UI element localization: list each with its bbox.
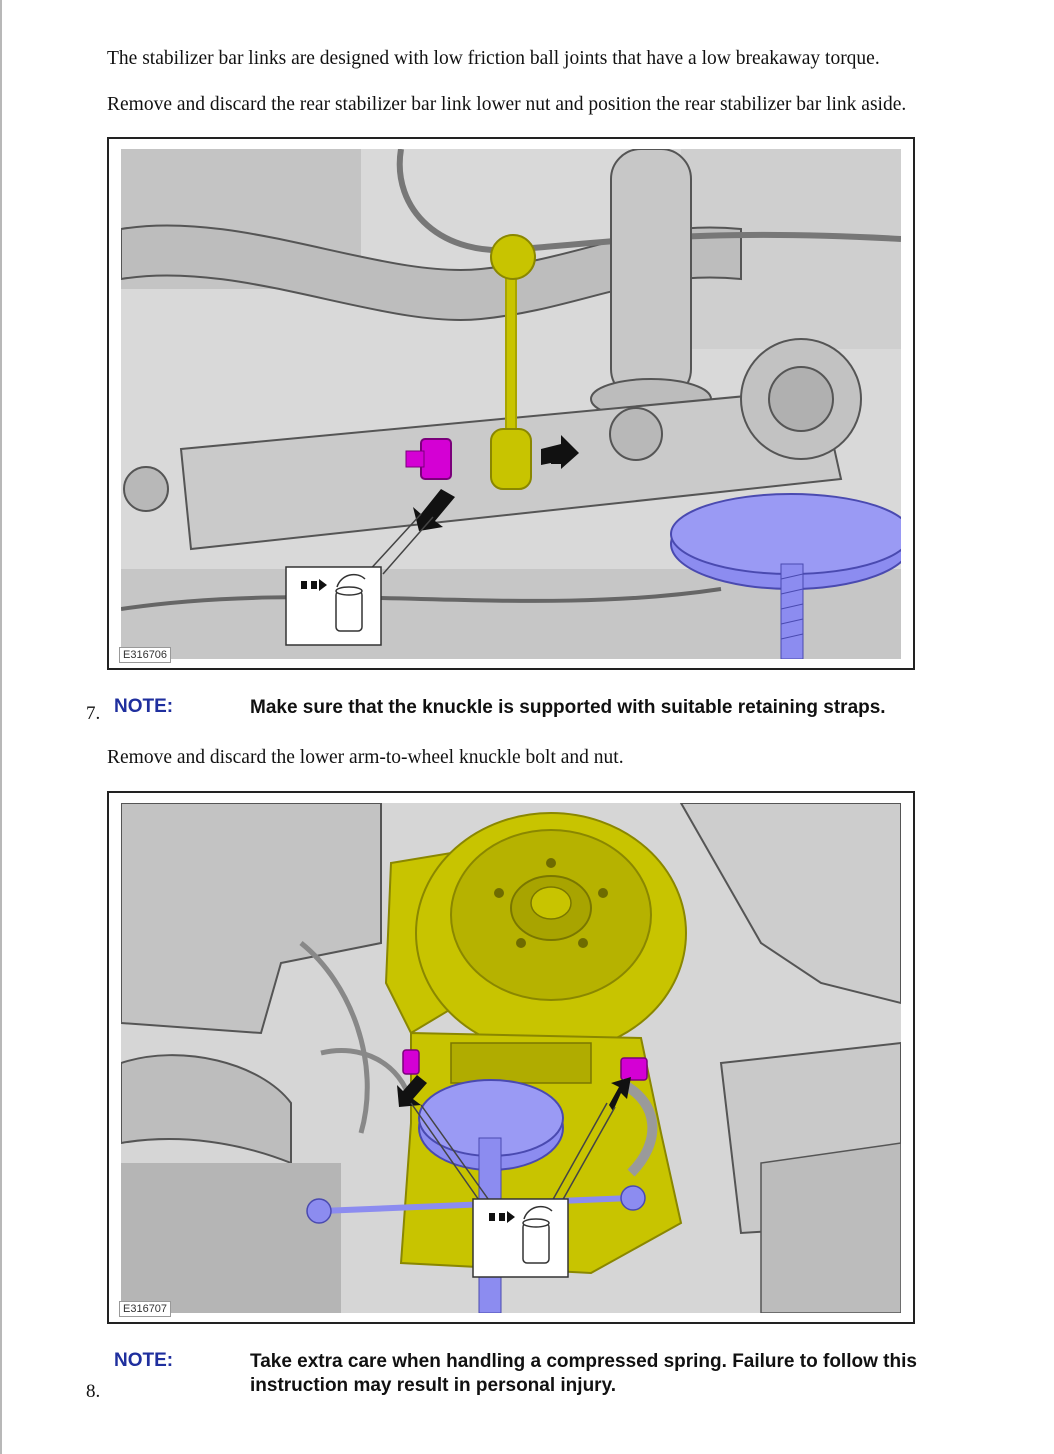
note-text-line-1: Take extra care when handling a compress…: [250, 1351, 917, 1372]
page-left-border: [0, 0, 2, 1454]
step-number: 8.: [86, 1381, 101, 1402]
note-text-line-2: instruction may result in personal injur…: [250, 1375, 617, 1396]
note-text: Make sure that the knuckle is supported …: [250, 697, 886, 718]
stabilizer-link-illustration: [121, 149, 901, 659]
note-label: NOTE:: [114, 1350, 174, 1371]
step-number: 7.: [86, 703, 101, 724]
figure-stabilizer-link: E316706: [107, 137, 915, 670]
intro-paragraph-1: The stabilizer bar links are designed wi…: [107, 48, 880, 69]
discard-bin-icon: [285, 566, 382, 646]
discard-bin-icon: [472, 1198, 569, 1278]
note-label: NOTE:: [114, 696, 174, 717]
figure-id-label: E316707: [119, 1301, 172, 1317]
intro-paragraph-2: Remove and discard the rear stabilizer b…: [107, 94, 907, 115]
figure-knuckle-bolt: E316707: [107, 791, 915, 1324]
figure-id-label: E316706: [119, 647, 172, 663]
knuckle-bolt-illustration: [121, 803, 901, 1313]
step-instruction: Remove and discard the lower arm-to-whee…: [107, 747, 624, 768]
